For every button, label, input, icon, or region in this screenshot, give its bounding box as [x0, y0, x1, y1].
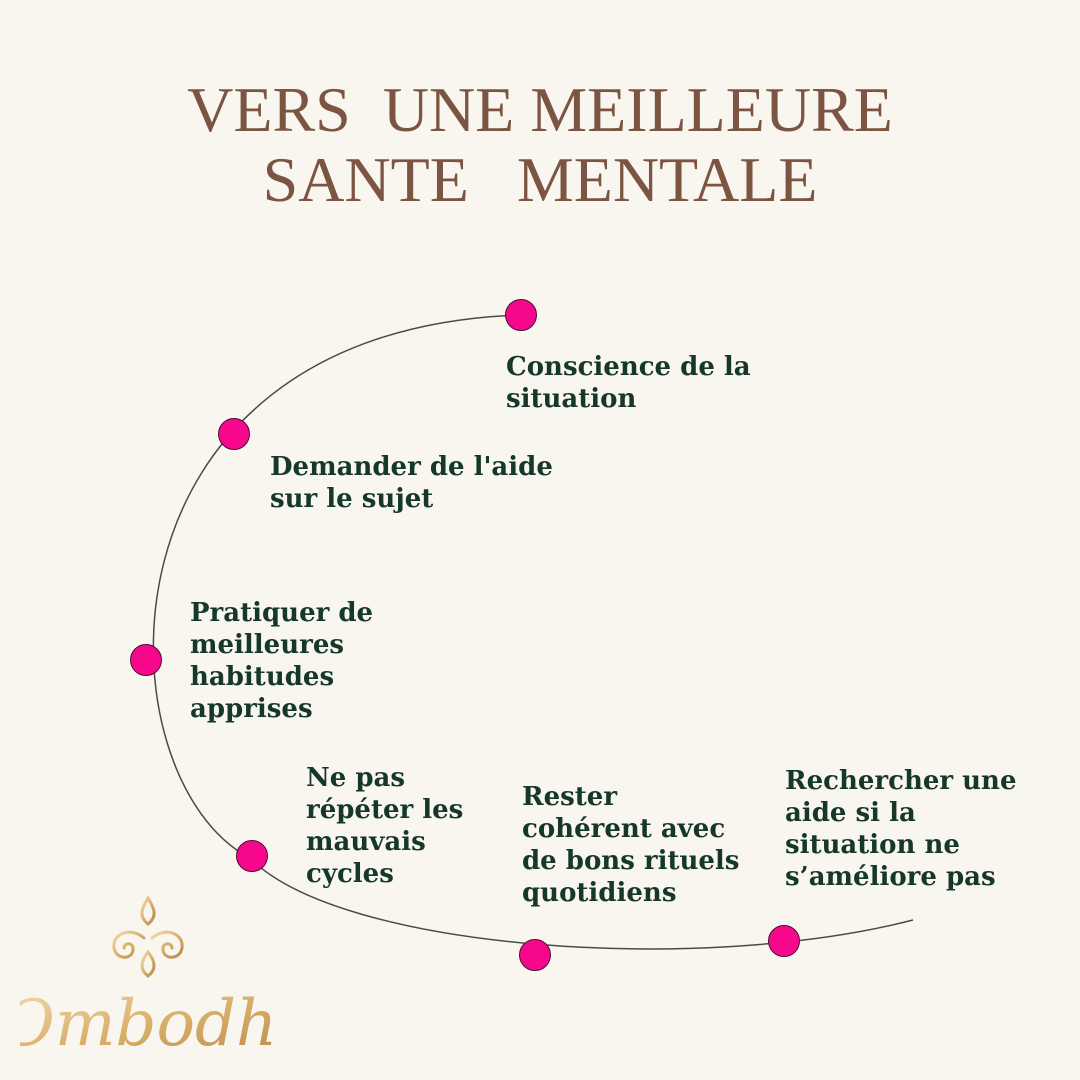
step-6-dot — [768, 925, 800, 957]
step-3-line-4: apprises — [190, 694, 313, 724]
ombodhi-logo: Ombodhi — [20, 895, 280, 1060]
step-5-line-4: quotidiens — [522, 878, 677, 908]
step-1-dot — [505, 299, 537, 331]
step-6-line-3: situation ne — [785, 830, 960, 860]
step-3-dot — [130, 644, 162, 676]
step-4-line-2: répéter les — [306, 795, 464, 825]
step-6-line-1: Rechercher une — [785, 766, 1017, 796]
step-4-line-3: mauvais — [306, 827, 426, 857]
step-5-line-1: Rester — [522, 782, 618, 812]
step-1-label: Conscience de la situation — [506, 351, 751, 415]
step-2-line-1: Demander de l'aide — [270, 452, 553, 482]
title-line-1: VERS UNE MEILLEURE — [187, 74, 893, 145]
step-6-line-2: aide si la — [785, 798, 916, 828]
logo-wordmark: Ombodhi — [20, 987, 280, 1060]
step-3-line-1: Pratiquer de — [190, 598, 374, 628]
step-6-line-4: s’améliore pas — [785, 862, 996, 892]
journey-curve-line — [152, 314, 914, 950]
step-6-label: Rechercher une aide si la situation ne s… — [785, 765, 1017, 893]
title-line-2: SANTE MENTALE — [262, 144, 818, 215]
step-2-line-2: sur le sujet — [270, 484, 434, 514]
step-4-label: Ne pas répéter les mauvais cycles — [306, 762, 463, 890]
step-5-label: Rester cohérent avec de bons rituels quo… — [522, 781, 739, 909]
step-5-dot — [519, 939, 551, 971]
step-3-label: Pratiquer de meilleures habitudes appris… — [190, 597, 373, 725]
step-1-line-2: situation — [506, 384, 637, 414]
step-4-dot — [236, 840, 268, 872]
step-5-line-2: cohérent avec — [522, 814, 726, 844]
step-3-line-3: habitudes — [190, 662, 335, 692]
step-2-dot — [218, 418, 250, 450]
step-5-line-3: de bons rituels — [522, 846, 740, 876]
step-4-line-4: cycles — [306, 859, 394, 889]
step-4-line-1: Ne pas — [306, 763, 406, 793]
step-3-line-2: meilleures — [190, 630, 345, 660]
step-2-label: Demander de l'aide sur le sujet — [270, 451, 553, 515]
lotus-swirl-icon — [112, 895, 184, 978]
step-1-line-1: Conscience de la — [506, 352, 751, 382]
